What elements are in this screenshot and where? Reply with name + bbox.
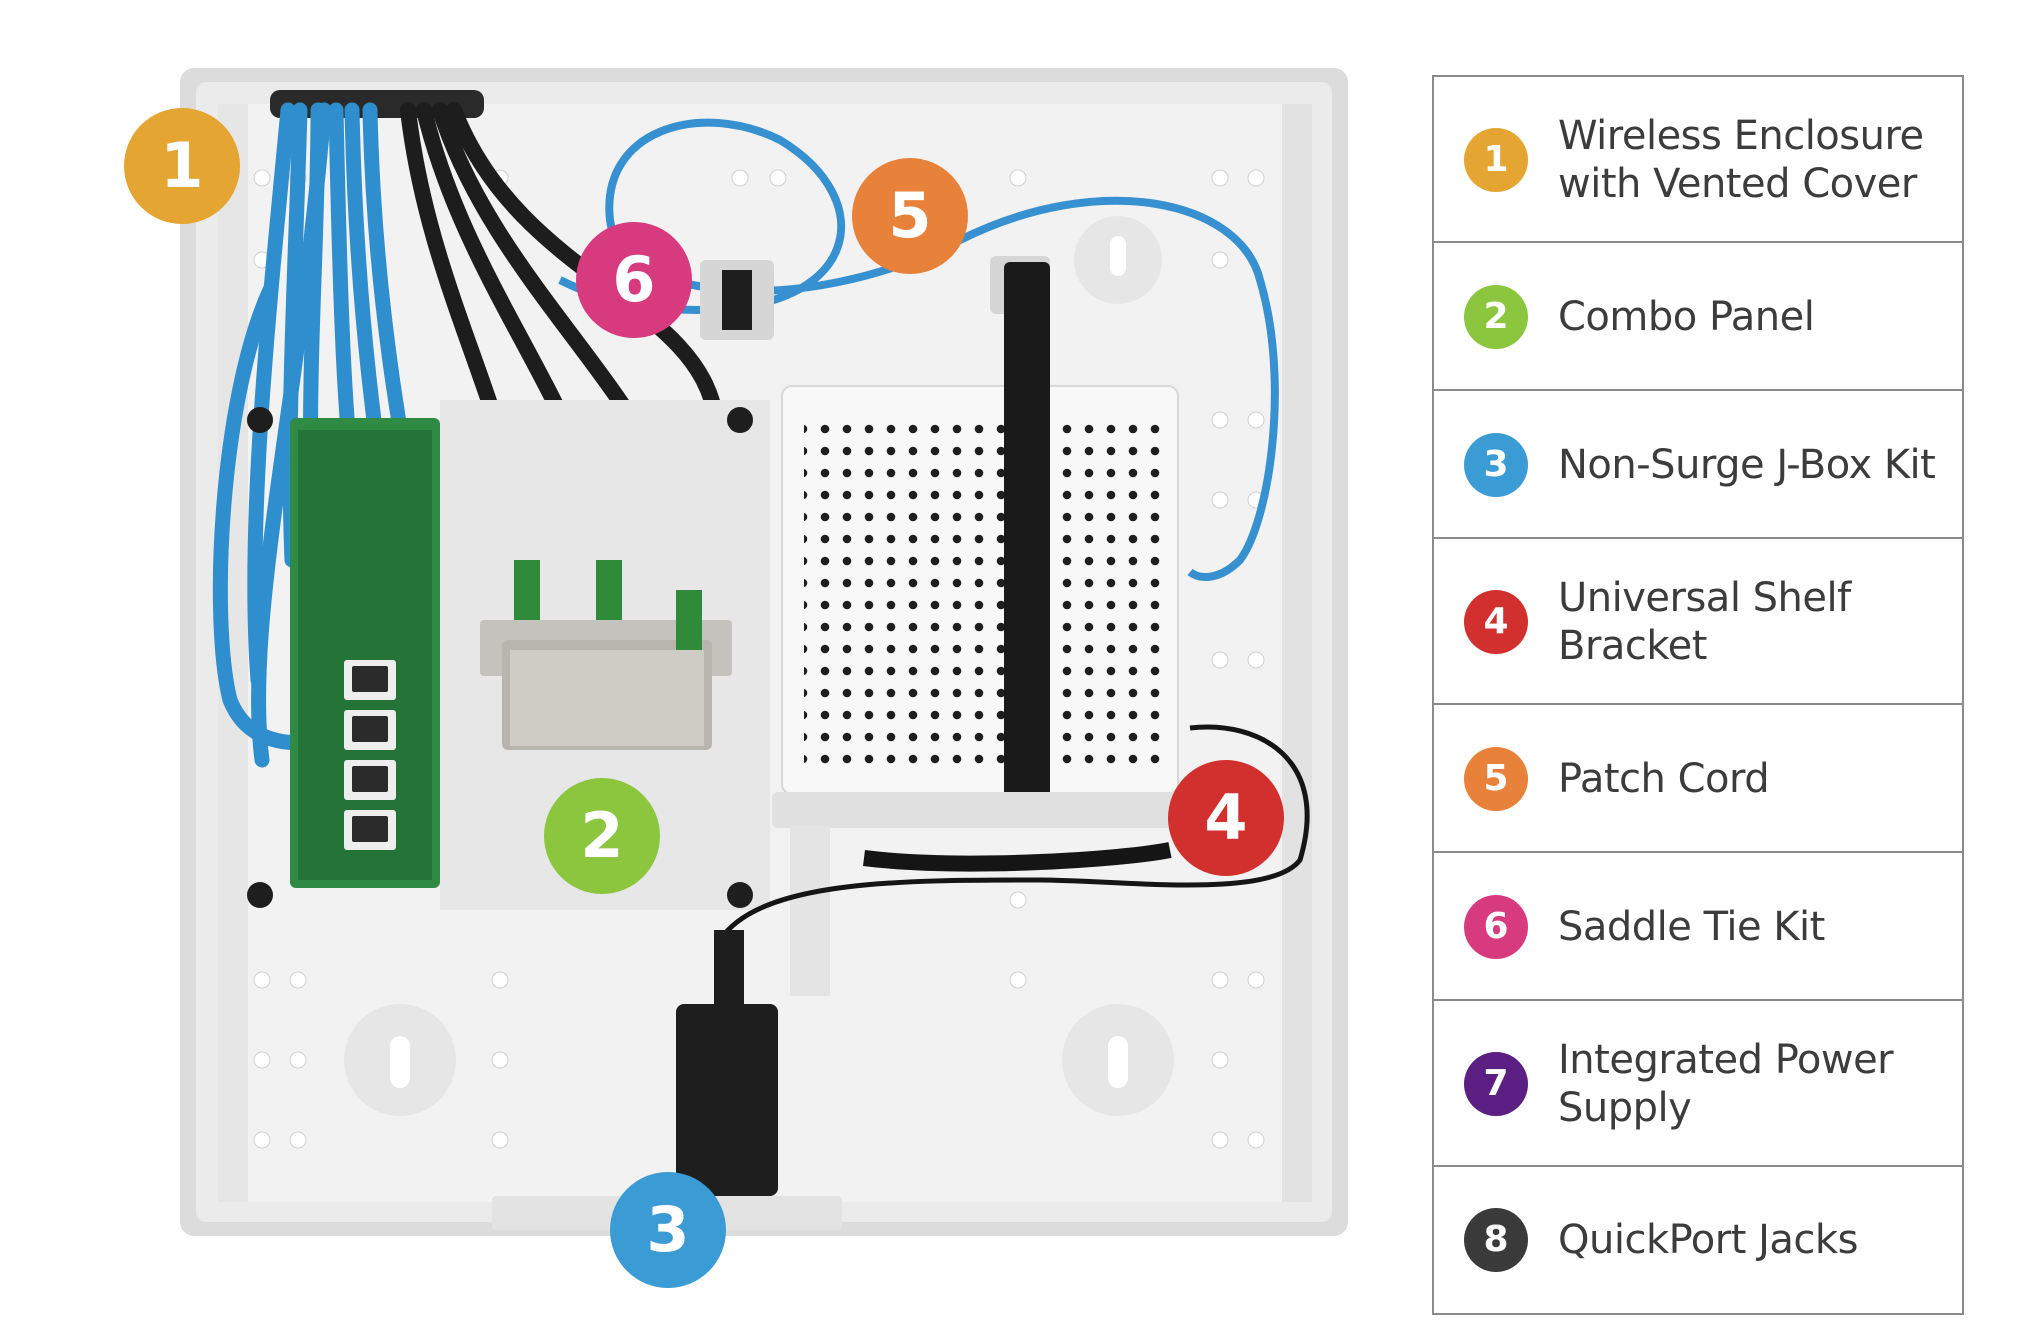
legend-badge-1: 1 — [1464, 128, 1528, 192]
wireless-router — [781, 262, 1179, 814]
legend-badge-3: 3 — [1464, 433, 1528, 497]
legend-badge-6: 6 — [1464, 895, 1528, 959]
legend-label-3: Non-Surge J-Box Kit — [1558, 442, 1936, 488]
keyhole-slots — [344, 216, 1174, 1116]
legend-label-5: Patch Cord — [1558, 756, 1770, 802]
callout-1: 1 — [124, 108, 240, 224]
legend-item-5: 5 Patch Cord — [1434, 705, 1962, 853]
callout-3: 3 — [610, 1172, 726, 1288]
legend-item-3: 3 Non-Surge J-Box Kit — [1434, 391, 1962, 539]
legend-item-6: 6 Saddle Tie Kit — [1434, 853, 1962, 1001]
legend-badge-7: 7 — [1464, 1052, 1528, 1116]
legend-badge-4: 4 — [1464, 590, 1528, 654]
legend-badge-5: 5 — [1464, 747, 1528, 811]
legend-badge-8: 8 — [1464, 1208, 1528, 1272]
callout-4: 4 — [1168, 760, 1284, 876]
enclosure-photo — [180, 68, 1348, 1236]
coax-splitter — [480, 560, 732, 750]
universal-shelf-bracket — [717, 724, 1310, 996]
legend-label-2: Combo Panel — [1558, 294, 1815, 340]
legend-item-8: 8 QuickPort Jacks — [1434, 1167, 1962, 1313]
legend-item-2: 2 Combo Panel — [1434, 243, 1962, 391]
legend-label-8: QuickPort Jacks — [1558, 1217, 1858, 1263]
legend-badge-2: 2 — [1464, 285, 1528, 349]
callout-5: 5 — [852, 158, 968, 274]
callout-6: 6 — [576, 222, 692, 338]
legend-label-6: Saddle Tie Kit — [1558, 904, 1825, 950]
power-supply — [492, 930, 842, 1230]
callout-2: 2 — [544, 778, 660, 894]
patch-cord — [558, 118, 1279, 581]
